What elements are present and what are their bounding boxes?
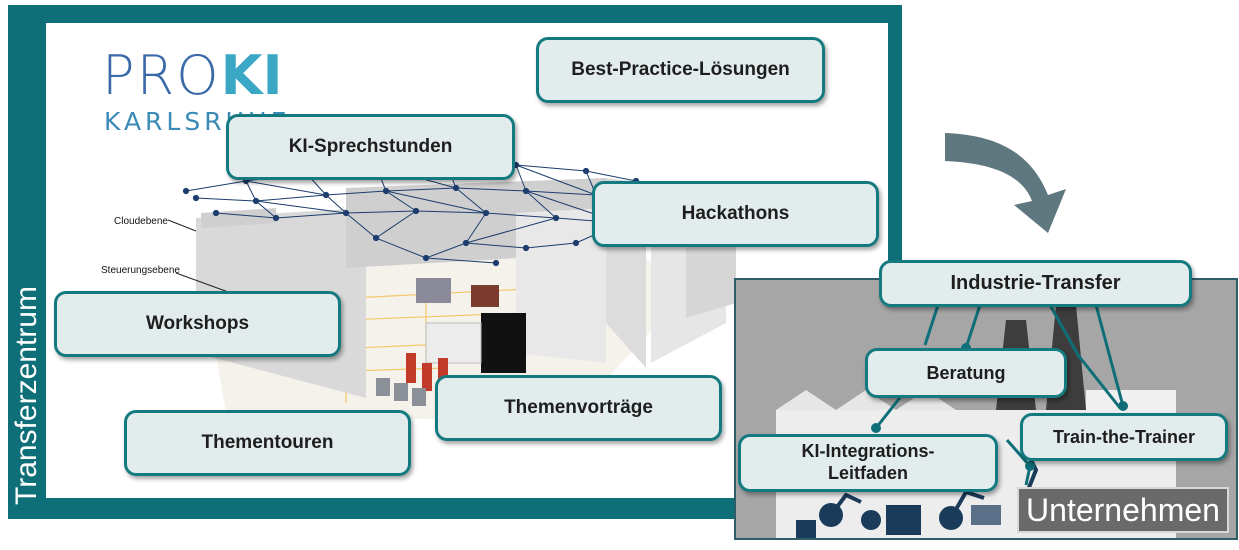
thementouren-box: Thementouren [124, 410, 411, 476]
control-layer-label: Steuerungsebene [101, 265, 180, 276]
leitfaden-line2: Leitfaden [827, 463, 908, 483]
logo-ki-text: KI [220, 44, 283, 107]
beratung-box: Beratung [865, 348, 1067, 398]
best-practice-box: Best-Practice-Lösungen [536, 37, 825, 103]
sprechstunden-box: KI-Sprechstunden [226, 114, 515, 180]
hackathons-box: Hackathons [592, 181, 879, 247]
themenvortraege-box: Themenvorträge [435, 375, 722, 441]
cloud-layer-label: Cloudebene [114, 216, 168, 227]
industrie-transfer-box: Industrie-Transfer [879, 260, 1192, 307]
integrations-leitfaden-box: KI-Integrations- Leitfaden [738, 434, 998, 492]
company-label: Unternehmen [1017, 487, 1229, 533]
train-the-trainer-box: Train-the-Trainer [1020, 413, 1228, 461]
logo-pro-text: PRO [102, 44, 221, 107]
workshops-box: Workshops [54, 291, 341, 357]
transfer-arrow-icon [945, 133, 1066, 233]
leitfaden-line1: KI-Integrations- [801, 441, 935, 462]
